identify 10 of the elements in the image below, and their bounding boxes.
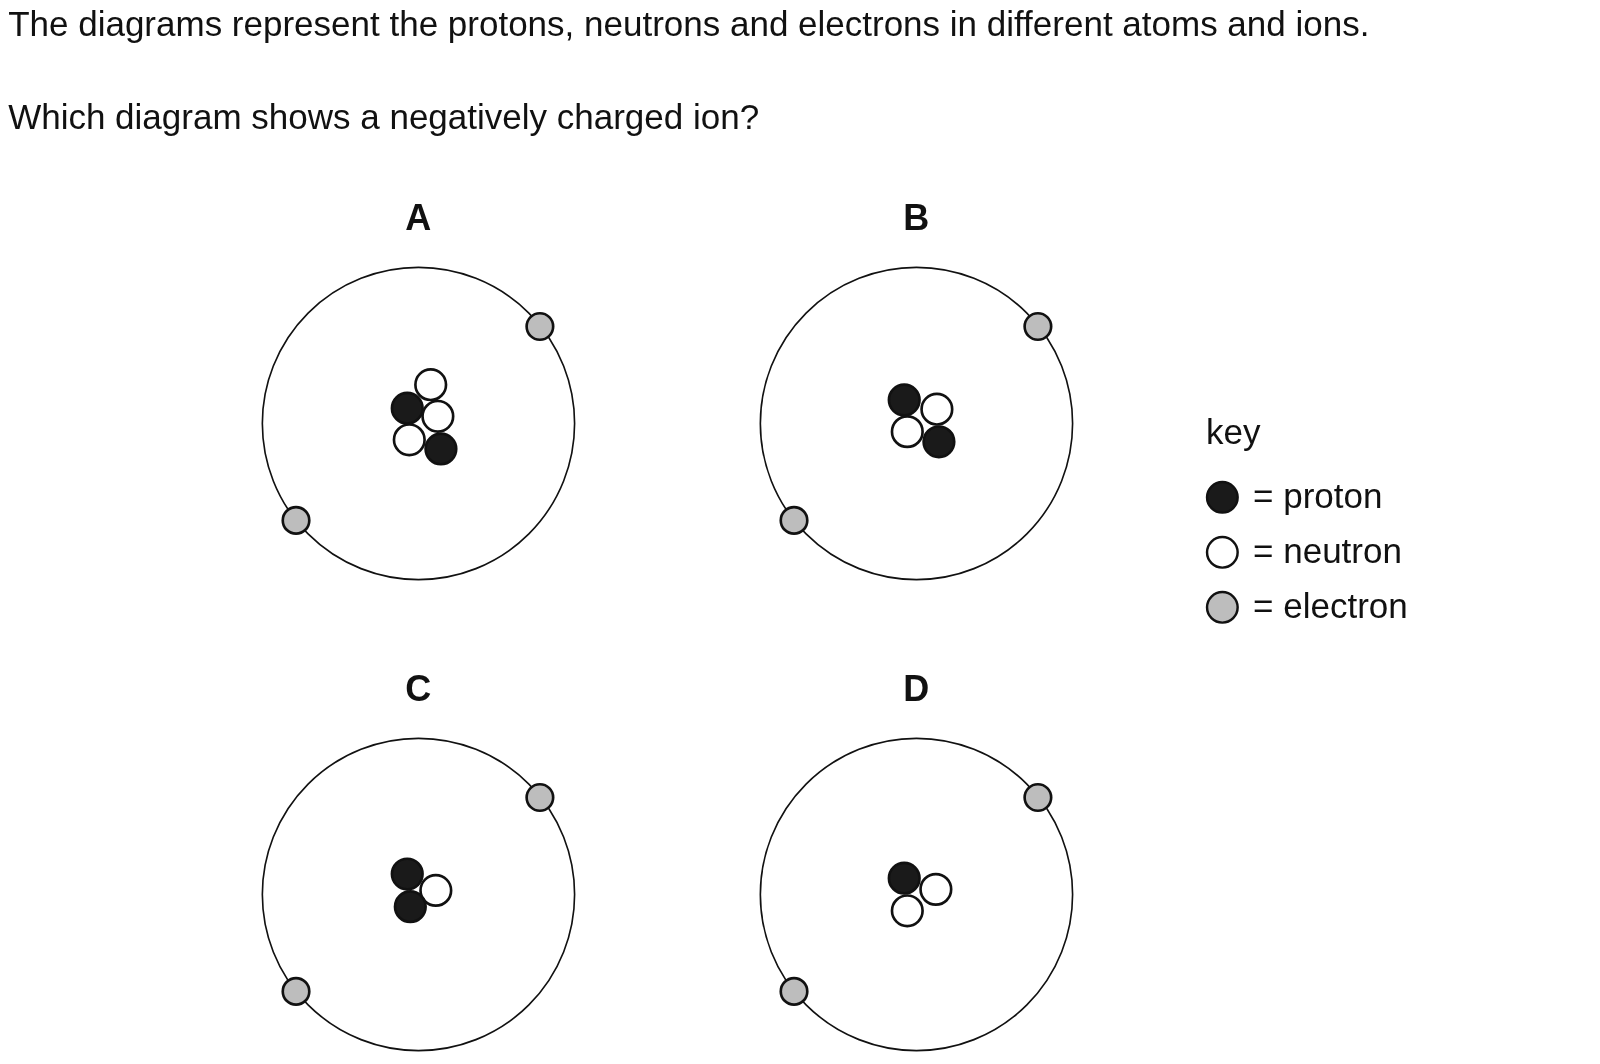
question-text: The diagrams represent the protons, neutrons and electrons in different atoms and ions. (8, 4, 1370, 45)
diagram-letter: A (405, 196, 432, 239)
diagram-letter: D (903, 668, 930, 711)
legend-label: = proton (1253, 475, 1383, 516)
legend-label: = electron (1253, 585, 1408, 626)
key-heading: key (1206, 412, 1261, 453)
diagram-letter: C (405, 668, 432, 711)
question-text: Which diagram shows a negatively charged ion? (8, 96, 760, 138)
diagram-letter: B (903, 196, 930, 239)
legend-label: = neutron (1253, 530, 1402, 571)
